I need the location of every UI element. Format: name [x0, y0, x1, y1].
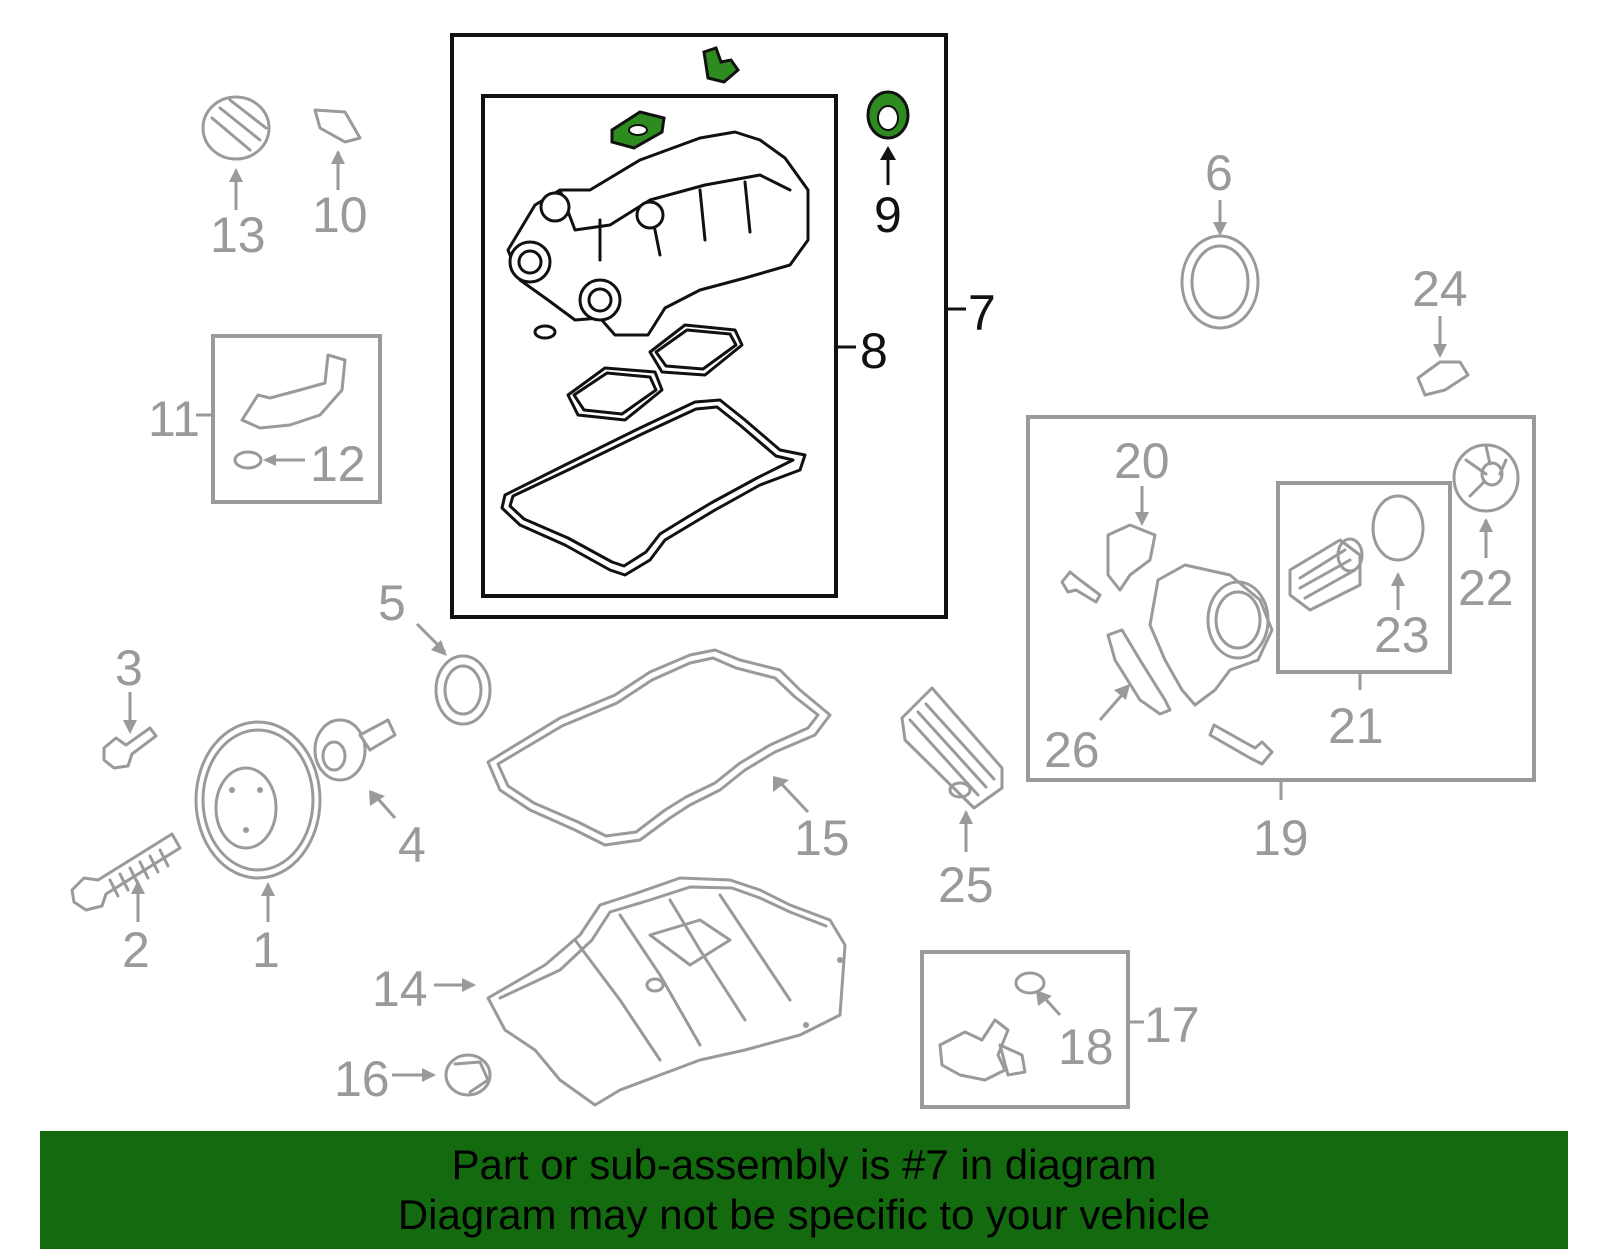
label-2: 2 [122, 922, 150, 978]
bolt-part-a[interactable] [1060, 570, 1102, 604]
box-11[interactable] [211, 334, 382, 504]
banner-line-1: Part or sub-assembly is #7 in diagram [451, 1141, 1157, 1188]
bolt-3-part[interactable] [102, 726, 158, 770]
filter-21-part[interactable] [1288, 537, 1364, 612]
strap-26-part[interactable] [1106, 628, 1172, 716]
box-17[interactable] [920, 950, 1130, 1109]
seal-6-part[interactable] [1180, 234, 1260, 330]
label-14: 14 [372, 961, 428, 1017]
filter-cap-22-part[interactable] [1452, 443, 1520, 513]
sensor-17-part[interactable] [938, 1018, 1027, 1082]
label-7: 7 [968, 285, 996, 341]
label-15: 15 [794, 810, 850, 866]
label-26: 26 [1044, 722, 1100, 778]
label-6: 6 [1205, 145, 1233, 201]
oring-12-part[interactable] [233, 450, 263, 470]
label-5: 5 [378, 575, 406, 631]
info-banner: Part or sub-assembly is #7 in diagram Di… [40, 1131, 1568, 1249]
label-4: 4 [398, 817, 426, 873]
banner-line-2: Diagram may not be specific to your vehi… [397, 1191, 1211, 1238]
sensor-24-part[interactable] [1416, 360, 1470, 397]
valve-cover-part[interactable] [506, 130, 810, 337]
bracket-20-part[interactable] [1106, 523, 1157, 592]
label-12: 12 [310, 436, 366, 492]
damper-4-part[interactable] [313, 718, 397, 782]
label-23: 23 [1374, 607, 1430, 663]
seal-9-part[interactable] [866, 90, 910, 140]
oil-cooler-25-part[interactable] [900, 686, 1004, 810]
label-20: 20 [1114, 433, 1170, 489]
oil-pan-14-part[interactable] [486, 876, 847, 1107]
oring-part[interactable] [533, 324, 557, 340]
bolt-part-b[interactable] [1208, 723, 1274, 766]
label-9: 9 [874, 187, 902, 243]
label-18: 18 [1058, 1019, 1114, 1075]
label-24: 24 [1412, 261, 1468, 317]
spark-gasket-b[interactable] [566, 366, 664, 422]
label-25: 25 [938, 857, 994, 913]
label-8: 8 [860, 323, 888, 379]
seal-5-part[interactable] [434, 654, 492, 726]
oring-18-part[interactable] [1014, 971, 1046, 995]
filter-housing-part[interactable] [1148, 563, 1274, 707]
pulley-1-part[interactable] [194, 720, 322, 880]
box-21[interactable] [1276, 481, 1452, 674]
label-10: 10 [312, 187, 368, 243]
assembly-7-box[interactable] [450, 33, 948, 619]
spark-gasket-a[interactable] [648, 323, 744, 377]
label-13: 13 [210, 207, 266, 263]
label-3: 3 [115, 640, 143, 696]
label-11: 11 [148, 391, 200, 447]
gasket-10[interactable] [313, 108, 362, 144]
label-16: 16 [334, 1051, 390, 1107]
valve-cover-gasket[interactable] [500, 398, 807, 577]
bolt-2-part[interactable] [70, 832, 182, 912]
pan-gasket-15-part[interactable] [486, 648, 832, 847]
drain-plug-16-part[interactable] [444, 1053, 492, 1097]
label-17: 17 [1144, 997, 1200, 1053]
label-19: 19 [1253, 810, 1309, 866]
label-21: 21 [1328, 698, 1384, 754]
oil-cap-13[interactable] [201, 95, 271, 161]
clip-part[interactable] [702, 46, 741, 84]
label-22: 22 [1458, 560, 1514, 616]
hose-11-part[interactable] [240, 353, 347, 430]
label-1: 1 [252, 922, 280, 978]
oring-23-part[interactable] [1371, 494, 1425, 562]
